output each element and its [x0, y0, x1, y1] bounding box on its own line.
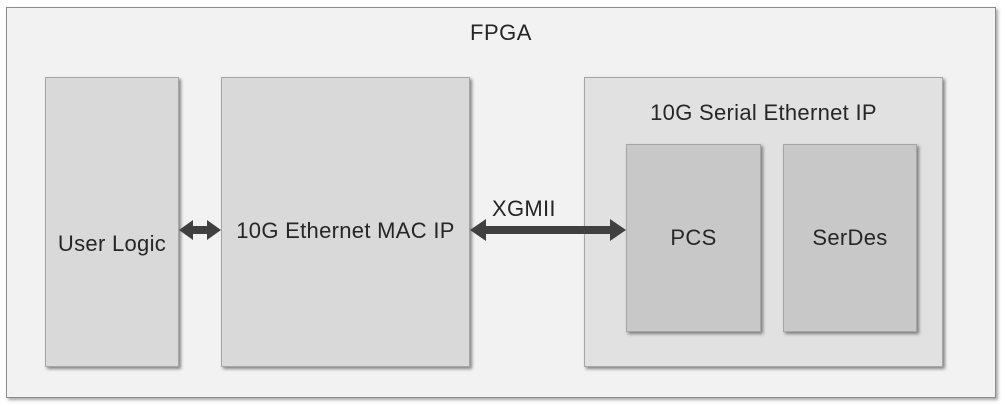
fpga-label: FPGA: [470, 20, 532, 45]
ethernet-mac-block: 10G Ethernet MAC IP: [221, 77, 470, 367]
serdes-block: SerDes: [783, 144, 917, 332]
ethernet-mac-label: 10G Ethernet MAC IP: [236, 218, 455, 243]
xgmii-label: XGMII: [492, 196, 556, 221]
user-logic-label: User Logic: [57, 231, 167, 256]
user-logic-block: User Logic: [45, 77, 179, 367]
serdes-label: SerDes: [812, 225, 888, 250]
pcs-block: PCS: [626, 144, 761, 332]
pcs-label: PCS: [670, 225, 717, 250]
serial-ethernet-label: 10G Serial Ethernet IP: [650, 100, 877, 125]
